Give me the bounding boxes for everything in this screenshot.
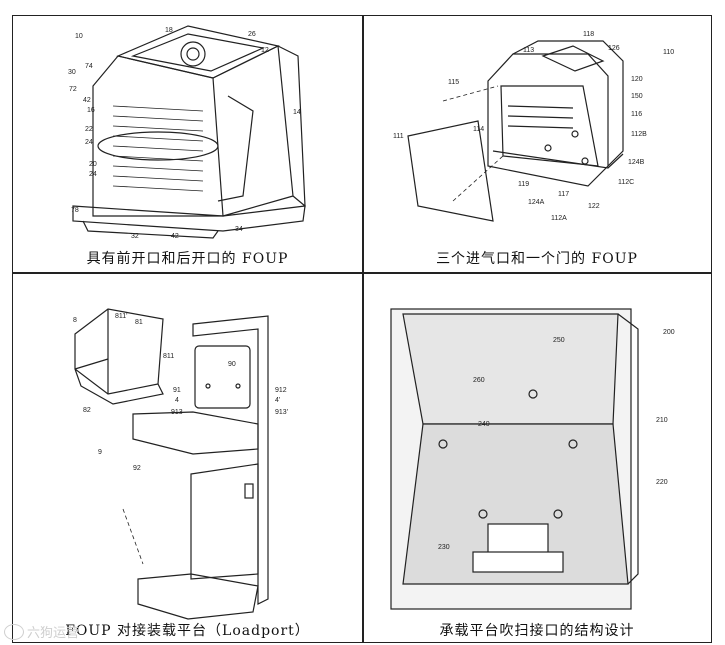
label-tr-4: 115: [448, 79, 459, 86]
label-tr-12: 112C: [618, 179, 634, 186]
label-br-4: 210: [656, 417, 668, 424]
label-bl-0: 8: [73, 317, 77, 324]
label-tr-6: 150: [631, 93, 643, 100]
label-tl-7: 42: [83, 97, 91, 104]
label-bl-10: 4': [275, 397, 280, 404]
label-bl-2: 81: [135, 319, 143, 326]
label-bl-3: 811: [163, 353, 174, 360]
caption-top-right: 三个进气口和一个门的 FOUP: [436, 251, 638, 267]
label-tl-17: 34: [235, 226, 243, 233]
label-br-1: 200: [663, 329, 675, 336]
caption-bottom-left: FOUP 对接装载平台（Loadport）: [65, 623, 310, 639]
label-bl-9: 912: [275, 387, 287, 394]
caption-bottom-right: 承载平台吹扫接口的结构设计: [439, 623, 635, 639]
label-tl-1: 18: [165, 27, 173, 34]
label-tr-2: 126: [608, 45, 620, 52]
label-bl-7: 4: [175, 397, 179, 404]
label-br-2: 260: [473, 377, 485, 384]
label-tl-15: 32: [131, 233, 139, 240]
label-tl-10: 22: [85, 126, 93, 133]
label-br-5: 220: [656, 479, 668, 486]
label-tl-9: 14: [293, 109, 301, 116]
label-bl-5: 90: [228, 361, 236, 368]
figure-grid: 10 18 26 12 30 74 72 42 16 14 22 24 20 2…: [12, 15, 712, 643]
grid-vertical-divider: [362, 16, 364, 642]
label-tl-8: 16: [87, 107, 95, 114]
label-tl-0: 10: [75, 33, 83, 40]
label-bl-6: 91: [173, 387, 181, 394]
label-tr-15: 117: [558, 191, 569, 198]
label-br-3: 240: [478, 421, 490, 428]
label-tl-4: 30: [68, 69, 76, 76]
label-tr-13: 119: [518, 181, 529, 188]
label-tr-3: 110: [663, 49, 674, 56]
label-tr-10: 112B: [631, 131, 647, 138]
label-tl-12: 20: [89, 161, 97, 168]
label-bl-11: 913': [275, 409, 288, 416]
watermark: 六狗运营: [4, 622, 79, 641]
purge-interface-drawing: 250 200 260 240 210 220 230: [390, 308, 675, 610]
label-tl-3: 12: [261, 47, 269, 54]
label-tr-0: 113: [523, 47, 534, 54]
watermark-logo-icon: [4, 623, 24, 640]
label-bl-4: 82: [83, 407, 91, 414]
foup-inlets-door-drawing: 113 118 126 110 115 120 150 116 111 114 …: [393, 31, 674, 222]
foup-front-back-drawing: 10 18 26 12 30 74 72 42 16 14 22 24 20 2…: [68, 25, 306, 240]
label-tr-8: 111: [393, 133, 404, 140]
label-tr-11: 124B: [628, 159, 645, 166]
label-tr-17: 112A: [551, 215, 567, 222]
label-tl-14: 78: [71, 207, 79, 214]
label-bl-12: 9: [98, 449, 102, 456]
panel-top-left: 10 18 26 12 30 74 72 42 16 14 22 24 20 2…: [13, 16, 362, 272]
label-tr-16: 122: [588, 203, 600, 210]
label-tl-13: 24: [89, 171, 97, 178]
label-tr-7: 116: [631, 111, 642, 118]
grid-horizontal-divider: [13, 272, 711, 274]
caption-top-left: 具有前开口和后开口的 FOUP: [86, 251, 289, 267]
panel-bottom-right: 250 200 260 240 210 220 230 承载平台吹扫接口的结构设…: [363, 274, 711, 644]
label-tl-2: 26: [248, 31, 256, 38]
watermark-text: 六狗运营: [27, 626, 80, 641]
label-tr-9: 114: [473, 126, 484, 133]
label-tl-5: 74: [85, 63, 93, 70]
label-tl-11: 24: [85, 139, 93, 146]
label-tl-16: 42: [171, 233, 179, 240]
panel-top-right: 113 118 126 110 115 120 150 116 111 114 …: [363, 16, 711, 272]
label-br-6: 230: [438, 544, 450, 551]
panel-bottom-left: 8 811' 81 811 82 90 91 4 913 912 4' 913'…: [13, 274, 362, 644]
label-bl-8: 913: [171, 409, 183, 416]
label-bl-1: 811': [115, 313, 128, 320]
loadport-drawing: 8 811' 81 811 82 90 91 4 913 912 4' 913'…: [73, 308, 288, 620]
label-tr-5: 120: [631, 76, 643, 83]
label-tr-1: 118: [583, 31, 594, 38]
label-bl-13: 92: [133, 465, 141, 472]
label-tr-14: 124A: [528, 199, 545, 206]
label-br-0: 250: [553, 337, 565, 344]
label-tl-6: 72: [69, 86, 77, 93]
